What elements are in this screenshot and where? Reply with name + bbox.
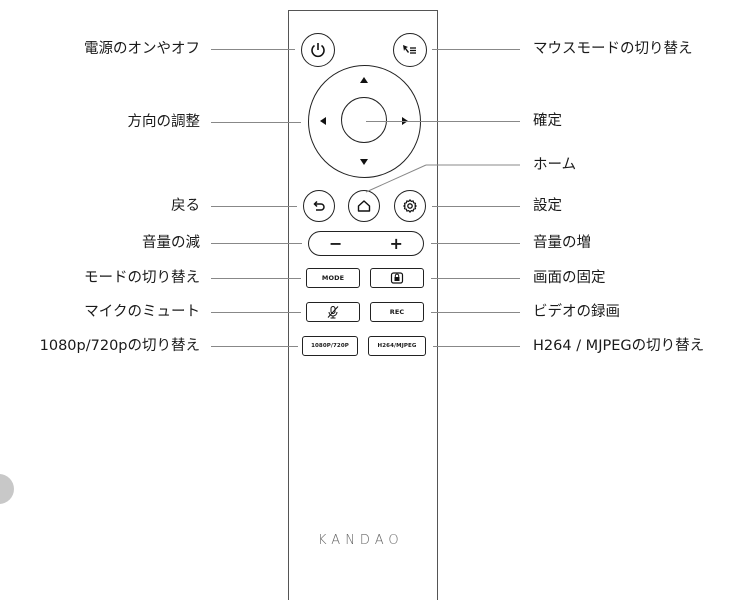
dpad-down-arrow[interactable]: [360, 159, 368, 165]
lock-icon: [390, 272, 404, 284]
mouse-pointer-icon: [403, 45, 416, 54]
label-resolution-switch: 1080p/720pの切り替え: [39, 338, 200, 354]
callout-line-power: [211, 49, 295, 50]
rec-button-label: REC: [389, 308, 405, 316]
mic-muted-icon: [327, 306, 339, 319]
callout-line-volume-down: [211, 243, 302, 244]
resolution-button[interactable]: 1080P/720P: [302, 336, 358, 356]
ok-button[interactable]: [341, 97, 387, 143]
power-icon: [311, 43, 325, 58]
home-icon: [357, 200, 371, 212]
mode-button[interactable]: MODE: [306, 268, 360, 288]
settings-button[interactable]: [394, 190, 426, 222]
side-marker: [0, 474, 14, 504]
label-power: 電源のオンやオフ: [84, 41, 200, 57]
resolution-button-label: 1080P/720P: [311, 343, 349, 349]
codec-button[interactable]: H264/MJPEG: [368, 336, 426, 356]
label-volume-down: 音量の減: [142, 235, 200, 251]
label-mouse-mode: マウスモードの切り替え: [533, 41, 693, 57]
gear-icon: [403, 199, 417, 213]
label-mic-mute: マイクのミュート: [84, 304, 200, 320]
volume-rocker[interactable]: − +: [308, 231, 424, 256]
back-button[interactable]: [303, 190, 335, 222]
callout-line-settings: [432, 206, 520, 207]
dpad-left-arrow[interactable]: [320, 117, 326, 125]
mouse-mode-button[interactable]: [393, 33, 427, 67]
label-lock-screen: 画面の固定: [533, 270, 606, 286]
label-direction: 方向の調整: [127, 114, 201, 130]
home-button[interactable]: [348, 190, 380, 222]
mode-button-label: MODE: [321, 274, 345, 282]
callout-line-direction: [211, 122, 301, 123]
callout-line-mic: [211, 312, 301, 313]
callout-line-record: [431, 312, 520, 313]
label-mode-switch: モードの切り替え: [84, 270, 200, 286]
label-settings: 設定: [533, 198, 562, 214]
power-button[interactable]: [301, 33, 335, 67]
rec-button[interactable]: REC: [370, 302, 424, 322]
lock-button[interactable]: [370, 268, 424, 288]
label-home: ホーム: [533, 157, 577, 173]
back-arrow-icon: [313, 200, 325, 211]
brand-logo: KANDAO: [318, 533, 404, 548]
callout-line-mode: [211, 278, 301, 279]
codec-button-label: H264/MJPEG: [377, 343, 417, 349]
volume-plus-button[interactable]: +: [389, 234, 403, 253]
callout-line-mouse-mode: [432, 49, 520, 50]
callout-line-back: [211, 206, 297, 207]
volume-minus-button[interactable]: −: [329, 234, 343, 253]
label-codec-switch: H264 / MJPEGの切り替え: [533, 338, 705, 354]
dpad-up-arrow[interactable]: [360, 77, 368, 83]
label-record: ビデオの録画: [533, 304, 620, 320]
label-confirm: 確定: [533, 113, 562, 129]
label-back: 戻る: [171, 198, 200, 214]
callout-line-codec: [433, 346, 520, 347]
callout-line-lock: [431, 278, 520, 279]
callout-line-volume-up: [431, 243, 520, 244]
callout-line-confirm: [366, 121, 520, 122]
label-volume-up: 音量の増: [533, 235, 591, 251]
callout-line-resolution: [211, 346, 298, 347]
remote-body: [288, 10, 438, 600]
mic-mute-button[interactable]: [306, 302, 360, 322]
